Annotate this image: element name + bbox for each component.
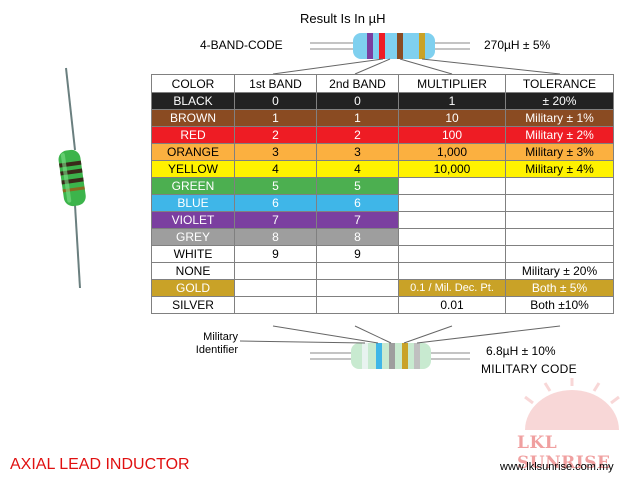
color-name-cell: GOLD	[151, 279, 235, 297]
header-title: Result Is In µH	[300, 11, 386, 26]
second-band-cell: 8	[316, 228, 399, 246]
lkl-sunrise-logo	[524, 378, 620, 430]
color-name-cell: WHITE	[151, 245, 235, 263]
first-band-cell: 6	[234, 194, 317, 212]
first-band-cell	[234, 262, 317, 280]
first-band-cell: 7	[234, 211, 317, 229]
tolerance-cell	[505, 211, 614, 229]
multiplier-cell	[398, 245, 506, 263]
second-band-cell: 0	[316, 92, 399, 110]
first-band-cell: 9	[234, 245, 317, 263]
second-band-cell	[316, 279, 399, 297]
tolerance-cell	[505, 194, 614, 212]
first-band-cell: 5	[234, 177, 317, 195]
column-header: MULTIPLIER	[398, 74, 506, 93]
multiplier-cell: 0.1 / Mil. Dec. Pt.	[398, 279, 506, 297]
color-name-cell: YELLOW	[151, 160, 235, 178]
multiplier-cell: 0.01	[398, 296, 506, 314]
multiplier-cell: 100	[398, 126, 506, 144]
color-name-cell: BLUE	[151, 194, 235, 212]
tolerance-cell	[505, 228, 614, 246]
tolerance-cell	[505, 245, 614, 263]
second-band-cell: 5	[316, 177, 399, 195]
logo-text: LKL SUNRISE	[517, 433, 611, 473]
tolerance-cell: ± 20%	[505, 92, 614, 110]
color-name-cell: VIOLET	[151, 211, 235, 229]
color-name-cell: BLACK	[151, 92, 235, 110]
second-band-cell: 9	[316, 245, 399, 263]
color-name-cell: RED	[151, 126, 235, 144]
table-row: GOLD 0.1 / Mil. Dec. Pt.Both ± 5%	[151, 279, 614, 297]
multiplier-cell	[398, 262, 506, 280]
multiplier-cell	[398, 177, 506, 195]
first-band-cell: 1	[234, 109, 317, 127]
tolerance-cell: Military ± 1%	[505, 109, 614, 127]
table-row: NONE Military ± 20%	[151, 262, 614, 280]
four-band-code-label: 4-BAND-CODE	[200, 38, 283, 52]
color-name-cell: SILVER	[151, 296, 235, 314]
color-name-cell: NONE	[151, 262, 235, 280]
first-band-cell	[234, 279, 317, 297]
top-inductor-diagram	[272, 33, 561, 75]
column-header: TOLERANCE	[505, 74, 614, 93]
bottom-inductor-spec: 6.8µH ± 10%	[486, 344, 556, 358]
color-code-table: COLOR 1st BAND 2nd BAND MULTIPLIER TOLER…	[151, 74, 614, 314]
second-band-cell: 4	[316, 160, 399, 178]
column-header: 2nd BAND	[316, 74, 399, 93]
column-header: 1st BAND	[234, 74, 317, 93]
first-band-cell: 2	[234, 126, 317, 144]
first-band-cell: 0	[234, 92, 317, 110]
color-name-cell: GREY	[151, 228, 235, 246]
multiplier-cell	[398, 194, 506, 212]
multiplier-cell: 1,000	[398, 143, 506, 161]
table-header-row: COLOR 1st BAND 2nd BAND MULTIPLIER TOLER…	[151, 74, 614, 93]
second-band-cell: 1	[316, 109, 399, 127]
footer-url: www.lklsunrise.com.my	[500, 461, 614, 473]
tolerance-cell: Military ± 3%	[505, 143, 614, 161]
tolerance-cell: Military ± 2%	[505, 126, 614, 144]
tolerance-cell	[505, 177, 614, 195]
military-identifier-label: Military Identifier	[195, 331, 238, 356]
first-band-cell	[234, 296, 317, 314]
bottom-inductor-diagram	[239, 325, 561, 369]
first-band-cell: 3	[234, 143, 317, 161]
military-code-label: MILITARY CODE	[481, 362, 577, 376]
second-band-cell: 7	[316, 211, 399, 229]
tolerance-cell: Both ± 5%	[505, 279, 614, 297]
tolerance-cell: Military ± 20%	[505, 262, 614, 280]
column-header: COLOR	[151, 74, 235, 93]
second-band-cell: 2	[316, 126, 399, 144]
second-band-cell: 3	[316, 143, 399, 161]
color-name-cell: BROWN	[151, 109, 235, 127]
inductor-photo	[58, 67, 86, 289]
first-band-cell: 4	[234, 160, 317, 178]
second-band-cell	[316, 296, 399, 314]
second-band-cell: 6	[316, 194, 399, 212]
multiplier-cell	[398, 228, 506, 246]
footer-title: AXIAL LEAD INDUCTOR	[10, 456, 190, 473]
multiplier-cell: 10,000	[398, 160, 506, 178]
first-band-cell: 8	[234, 228, 317, 246]
top-inductor-spec: 270µH ± 5%	[484, 38, 551, 52]
multiplier-cell	[398, 211, 506, 229]
multiplier-cell: 10	[398, 109, 506, 127]
tolerance-cell: Military ± 4%	[505, 160, 614, 178]
second-band-cell	[316, 262, 399, 280]
color-name-cell: GREEN	[151, 177, 235, 195]
multiplier-cell: 1	[398, 92, 506, 110]
color-name-cell: ORANGE	[151, 143, 235, 161]
tolerance-cell: Both ±10%	[505, 296, 614, 314]
